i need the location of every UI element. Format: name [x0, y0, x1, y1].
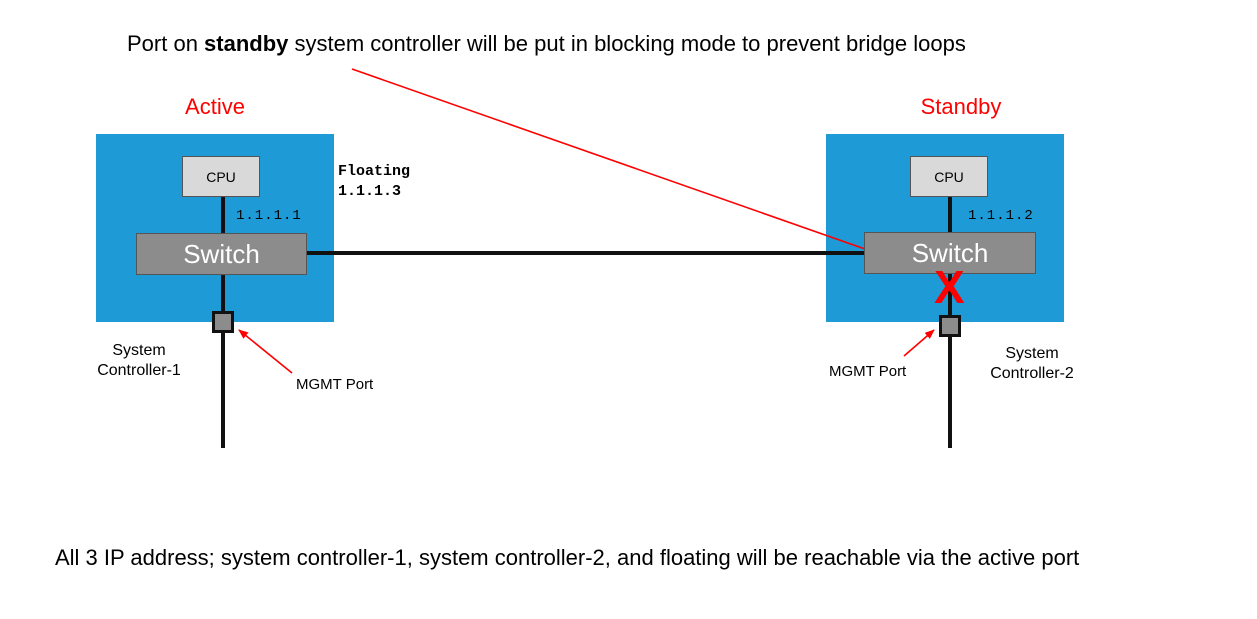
- switch-label-right: Switch: [911, 237, 989, 268]
- header-suffix: system controller will be put in blockin…: [288, 31, 966, 56]
- mgmt-port-left: [212, 311, 234, 333]
- mgmt-port-label-right: MGMT Port: [829, 363, 907, 380]
- switch-box-right: Switch: [864, 232, 1036, 274]
- mgmt-port-arrow-left: [238, 329, 293, 374]
- footer-note: All 3 IP address; system controller-1, s…: [55, 545, 1080, 570]
- cpu-label-right: CPU: [934, 168, 964, 185]
- standby-label: Standby: [920, 94, 1002, 119]
- ip-label-controller-2: 1.1.1.2: [968, 208, 1034, 224]
- cpu-box-left: CPU: [182, 156, 260, 197]
- ip-label-controller-1: 1.1.1.1: [236, 208, 302, 224]
- blocked-port-marker: X: [934, 261, 965, 313]
- controller-2-name-line2: Controller-2: [990, 365, 1074, 382]
- controller-2-name-line1: System: [1005, 345, 1059, 362]
- header-prefix: Port on: [127, 31, 205, 56]
- cpu-label-left: CPU: [206, 168, 236, 185]
- switch-label-left: Switch: [183, 238, 260, 269]
- mgmt-port-label-left: MGMT Port: [296, 376, 374, 393]
- floating-title: Floating: [338, 163, 411, 180]
- controller-1-name-line2: Controller-1: [97, 362, 181, 379]
- mgmt-port-arrow-right: [903, 329, 935, 357]
- header-note: Port on standby system controller will b…: [127, 33, 966, 55]
- controller-1-name-line1: System: [112, 342, 166, 359]
- active-label: Active: [185, 94, 245, 119]
- switch-box-left: Switch: [136, 233, 307, 275]
- header-bold-word: standby: [204, 31, 289, 56]
- controller-1-name: System Controller-1: [97, 341, 181, 381]
- cpu-box-right: CPU: [910, 156, 988, 197]
- standby-pointer-arrow: [351, 68, 923, 270]
- controller-2-name: System Controller-2: [990, 344, 1074, 384]
- floating-ip: 1.1.1.3: [338, 183, 402, 200]
- mgmt-port-right: [939, 315, 961, 337]
- floating-ip-label: Floating 1.1.1.3: [338, 162, 410, 202]
